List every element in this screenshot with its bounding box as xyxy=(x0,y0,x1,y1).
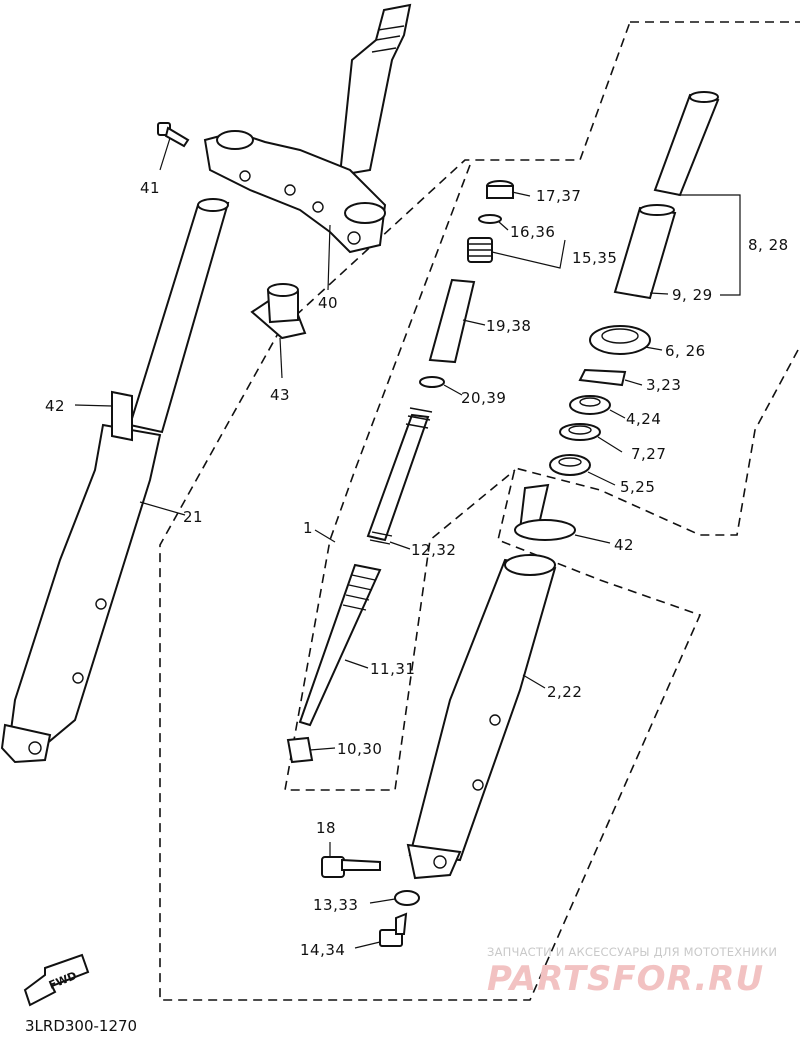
gasket-13-33 xyxy=(394,890,420,906)
label-10-30: 10,30 xyxy=(337,740,382,758)
fork-guard-42 xyxy=(514,483,576,541)
oil-lock-piece-10-30 xyxy=(286,736,314,764)
washer-4-24 xyxy=(569,395,611,415)
label-18: 18 xyxy=(316,819,336,837)
outer-tube-2-22 xyxy=(406,554,557,880)
label-6-26: 6, 26 xyxy=(665,342,706,360)
label-1: 1 xyxy=(303,519,313,537)
left-fork-leg-21 xyxy=(0,198,230,764)
drawing-code: 3LRD300-1270 xyxy=(25,1017,137,1035)
label-43: 43 xyxy=(270,386,290,404)
label-7-27: 7,27 xyxy=(631,445,666,463)
bolt-41 xyxy=(157,122,190,148)
label-17-37: 17,37 xyxy=(536,187,581,205)
watermark-tagline: ЗАПЧАСТИ И АКСЕССУАРЫ ДЛЯ МОТОТЕХНИКИ xyxy=(487,945,777,959)
label-9-29: 9, 29 xyxy=(672,286,713,304)
damper-rod-11-31 xyxy=(298,563,382,727)
label-2-22: 2,22 xyxy=(547,683,582,701)
cap-bolt-17-37 xyxy=(486,180,514,199)
fwd-arrow-icon: FWD xyxy=(23,953,90,1007)
leader-lines xyxy=(74,137,741,949)
watermark-logo: PARTSFOR.RU xyxy=(487,959,764,999)
label-12-32: 12,32 xyxy=(411,541,456,559)
assembly-outline-dashed xyxy=(159,21,800,1001)
drain-bolt-14-34 xyxy=(379,912,408,947)
label-40: 40 xyxy=(318,294,338,312)
inner-tube-8-28 xyxy=(653,93,720,197)
rubber-cap-43 xyxy=(250,283,307,340)
bushing-5-25 xyxy=(549,454,591,476)
washer-7-27 xyxy=(559,423,601,441)
label-5-25: 5,25 xyxy=(620,478,655,496)
label-19-38: 19,38 xyxy=(486,317,531,335)
label-21: 21 xyxy=(183,508,203,526)
label-41: 41 xyxy=(140,179,160,197)
spring-12-32 xyxy=(366,407,433,545)
o-ring-16-36 xyxy=(478,214,502,224)
label-3-23: 3,23 xyxy=(646,376,681,394)
oil-seal-6-26 xyxy=(589,325,651,355)
label-42-left: 42 xyxy=(45,397,65,415)
label-11-31: 11,31 xyxy=(370,660,415,678)
label-4-24: 4,24 xyxy=(626,410,661,428)
steering-stem-bracket xyxy=(203,3,412,254)
label-20-39: 20,39 xyxy=(461,389,506,407)
label-16-36: 16,36 xyxy=(510,223,555,241)
inner-tube-9-29 xyxy=(613,206,677,300)
label-8-28: 8, 28 xyxy=(748,236,789,254)
washer-20-39 xyxy=(419,376,445,388)
spacer-pipe-19-38 xyxy=(428,278,476,364)
label-42-right: 42 xyxy=(614,536,634,554)
label-13-33: 13,33 xyxy=(313,896,358,914)
label-14-34: 14,34 xyxy=(300,941,345,959)
nut-15-35 xyxy=(467,237,493,263)
label-15-35: 15,35 xyxy=(572,249,617,267)
clip-3-23 xyxy=(578,368,627,387)
bolt-18 xyxy=(321,856,381,878)
